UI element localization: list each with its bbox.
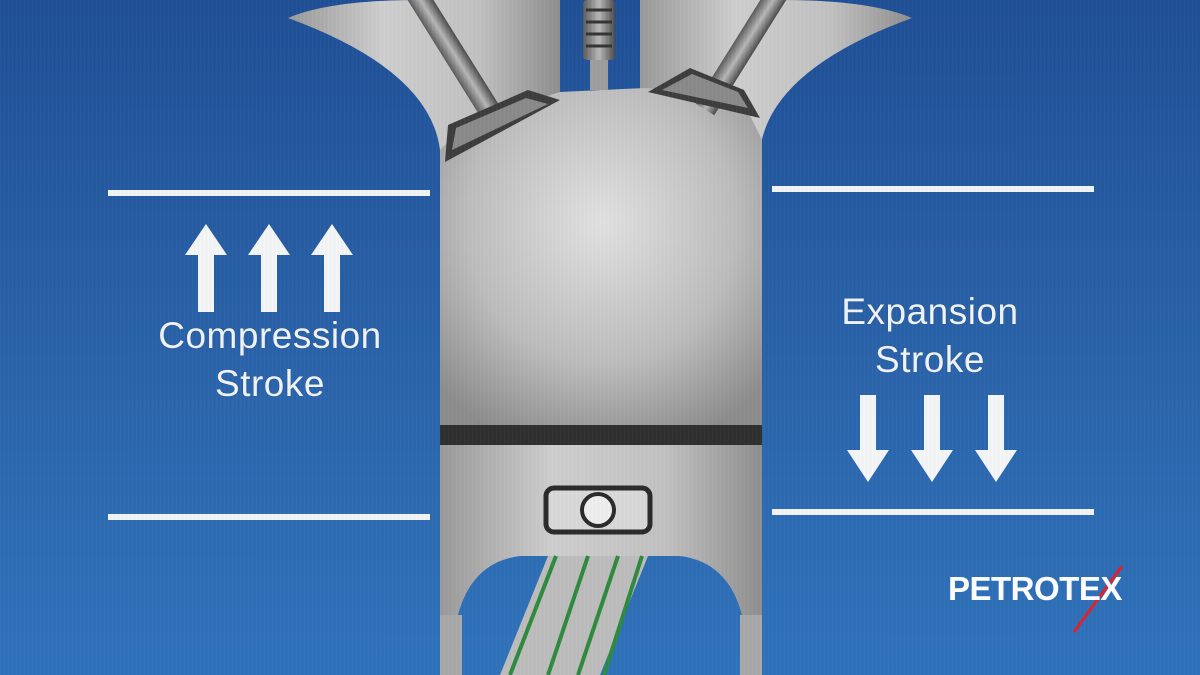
- exhaust-valve: [648, 0, 789, 118]
- down-arrow-icon: [911, 395, 953, 482]
- up-arrow-icon: [185, 224, 227, 312]
- piston-ring-band: [440, 425, 762, 445]
- up-arrows: [185, 224, 353, 312]
- logo-accent-icon: [1072, 565, 1124, 633]
- intake-valve: [406, 0, 560, 162]
- expansion-line2: Stroke: [875, 339, 985, 380]
- cylinder-skirt-right: [740, 615, 762, 675]
- expansion-stroke-label: Expansion Stroke: [795, 288, 1065, 384]
- wrist-pin: [543, 485, 653, 535]
- connecting-rod: [500, 555, 648, 675]
- compression-stroke-label: Compression Stroke: [130, 312, 410, 408]
- compression-line2: Stroke: [215, 363, 325, 404]
- down-arrow-icon: [975, 395, 1017, 482]
- left-bottom-line: [108, 514, 430, 520]
- up-arrow-icon: [311, 224, 353, 312]
- down-arrow-icon: [847, 395, 889, 482]
- combustion-chamber: [440, 88, 762, 425]
- right-top-line: [772, 186, 1094, 192]
- cylinder-skirt-left: [440, 615, 462, 675]
- down-arrows: [847, 395, 1017, 482]
- up-arrow-icon: [248, 224, 290, 312]
- spark-plug: [583, 0, 615, 90]
- expansion-line1: Expansion: [841, 291, 1019, 332]
- right-bottom-line: [772, 509, 1094, 515]
- compression-line1: Compression: [158, 315, 382, 356]
- petrotex-logo: PETROTEX: [948, 570, 1122, 607]
- left-top-line: [108, 190, 430, 196]
